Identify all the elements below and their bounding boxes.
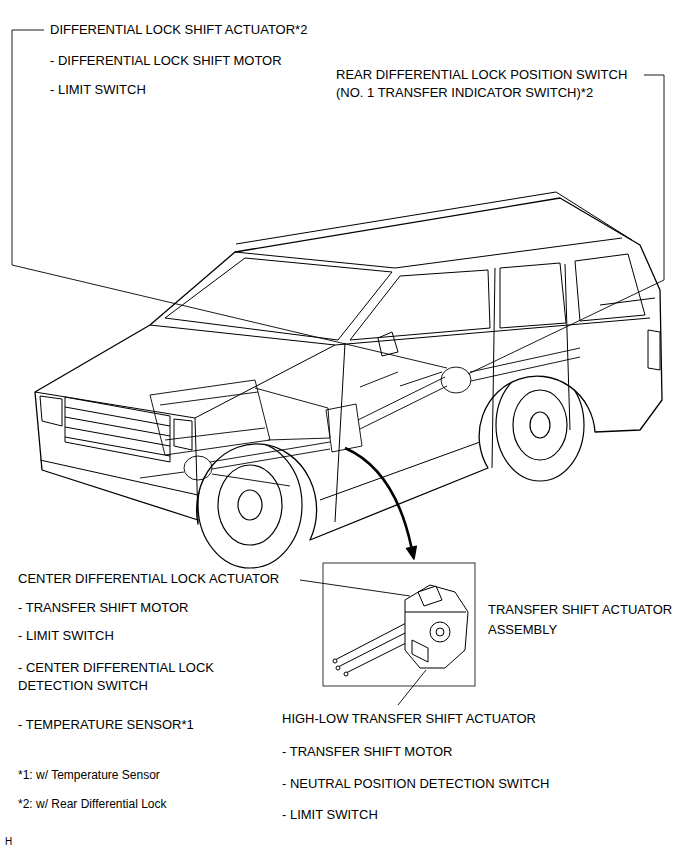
component-item: - TRANSFER SHIFT MOTOR xyxy=(282,744,452,760)
component-item: - DIFFERENTIAL LOCK SHIFT MOTOR xyxy=(50,53,282,69)
body-detail xyxy=(35,392,198,520)
zoom-arrow xyxy=(345,448,416,559)
body-detail xyxy=(235,238,622,268)
body-detail xyxy=(65,407,170,456)
vehicle-body xyxy=(35,198,662,540)
drivetrain xyxy=(326,404,362,452)
drivetrain xyxy=(210,442,330,469)
drivetrain xyxy=(160,392,265,440)
drivetrain xyxy=(184,456,212,480)
drivetrain xyxy=(470,348,580,381)
actuator-drawing xyxy=(333,659,337,663)
tire xyxy=(513,390,567,460)
component-item: - LIMIT SWITCH xyxy=(18,628,114,644)
actuator-drawing xyxy=(405,585,468,668)
zoom-arrow xyxy=(345,448,411,547)
body-detail xyxy=(600,298,655,305)
drivetrain xyxy=(150,380,270,455)
body-detail xyxy=(35,192,660,522)
drivetrain xyxy=(441,367,471,393)
body-detail xyxy=(500,263,566,328)
actuator-drawing xyxy=(430,622,450,642)
component-item: - CENTER DIFFERENTIAL LOCK DETECTION SWI… xyxy=(18,659,233,695)
body-detail xyxy=(65,397,170,462)
leader-line xyxy=(300,580,410,596)
part-label: CENTER DIFFERENTIAL LOCK ACTUATOR xyxy=(18,571,279,587)
leader-line xyxy=(398,670,426,705)
part-label: TRANSFER SHIFT ACTUATOR ASSEMBLY xyxy=(488,600,686,640)
drivetrain xyxy=(140,472,290,486)
part-label: DIFFERENTIAL LOCK SHIFT ACTUATOR*2 xyxy=(50,22,307,38)
tire xyxy=(530,412,550,438)
actuator-drawing xyxy=(344,672,348,676)
body-detail xyxy=(195,345,335,418)
actuator-drawing xyxy=(412,640,428,662)
drivetrain xyxy=(140,348,580,486)
body-detail xyxy=(320,442,480,500)
body-detail xyxy=(40,396,62,426)
inset-frame xyxy=(323,563,475,686)
body-detail xyxy=(174,419,192,450)
body-detail xyxy=(565,264,570,430)
actuator-drawing xyxy=(336,666,340,670)
component-item: - NEUTRAL POSITION DETECTION SWITCH xyxy=(282,776,549,792)
vehicle-body xyxy=(35,198,662,540)
footnote: *1: w/ Temperature Sensor xyxy=(18,767,160,783)
drivetrain xyxy=(360,372,442,387)
body-detail xyxy=(575,254,645,321)
inset-frame xyxy=(323,563,475,686)
leader-line xyxy=(468,75,664,374)
component-item: - TEMPERATURE SENSOR*1 xyxy=(18,717,194,733)
body-detail xyxy=(335,318,650,345)
actuator-drawing xyxy=(436,628,444,636)
tire xyxy=(238,490,262,520)
component-item: - TRANSFER SHIFT MOTOR xyxy=(18,600,188,616)
part-label: REAR DIFFERENTIAL LOCK POSITION SWITCH (… xyxy=(336,66,646,102)
actuator-drawing xyxy=(418,586,442,606)
body-detail xyxy=(236,192,632,244)
figure-code: H xyxy=(5,836,12,848)
tire xyxy=(218,465,282,545)
part-label: HIGH-LOW TRANSFER SHIFT ACTUATOR xyxy=(282,711,536,727)
body-detail xyxy=(335,343,345,522)
body-detail xyxy=(648,330,660,370)
footnote: *2: w/ Rear Differential Lock xyxy=(18,796,167,812)
body-detail xyxy=(40,460,198,495)
component-item: - LIMIT SWITCH xyxy=(282,807,378,823)
actuator-drawing xyxy=(405,612,466,613)
body-detail xyxy=(492,268,495,468)
drivetrain xyxy=(255,388,330,440)
zoom-arrow xyxy=(407,546,417,559)
body-detail xyxy=(350,270,490,340)
component-item: - LIMIT SWITCH xyxy=(50,82,146,98)
actuator-drawing xyxy=(333,585,468,676)
